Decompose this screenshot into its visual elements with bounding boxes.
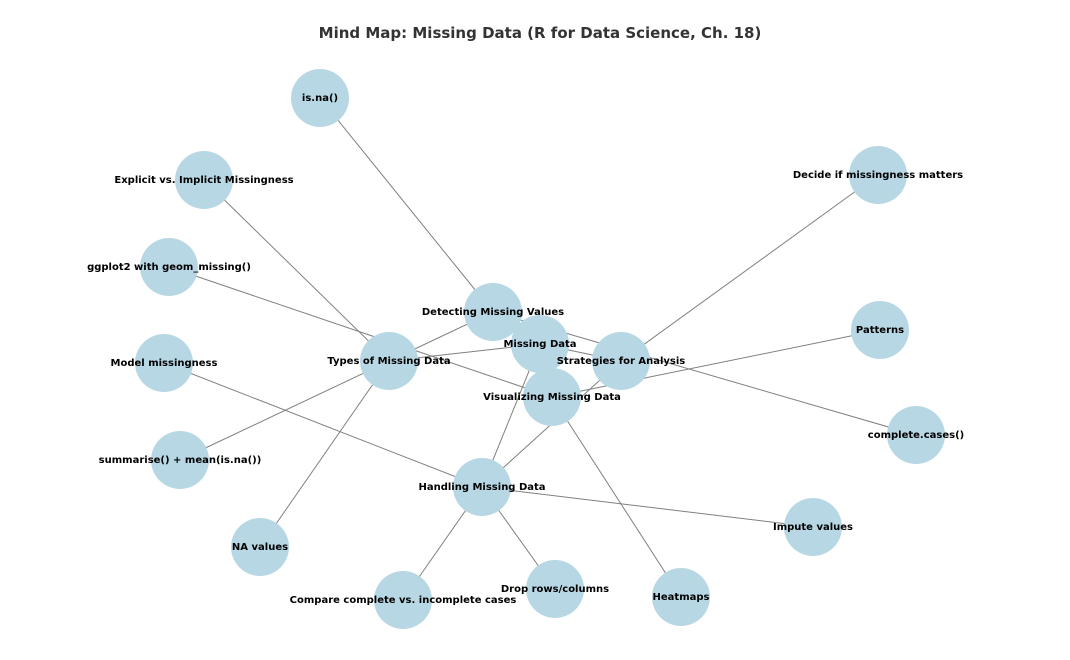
node-missing — [511, 315, 569, 373]
node-circle-impute — [784, 498, 842, 556]
node-label-navalues: NA values — [232, 542, 288, 553]
node-circle-types — [360, 332, 418, 390]
edge-strategies-decide — [620, 174, 879, 362]
node-circle-summarise — [151, 431, 209, 489]
node-label-isna: is.na() — [302, 93, 338, 104]
node-circle-strategies — [592, 332, 650, 390]
node-impute — [784, 498, 842, 556]
node-circle-detect — [464, 283, 522, 341]
node-circle-missing — [511, 315, 569, 373]
node-label-missing: Missing Data — [503, 339, 576, 350]
node-label-detect: Detecting Missing Values — [422, 307, 564, 318]
node-heatmaps — [652, 568, 710, 626]
node-circle-visual — [523, 368, 581, 426]
edge-detect-isna — [319, 97, 494, 313]
node-label-summarise: summarise() + mean(is.na()) — [99, 455, 262, 466]
node-circle-complete — [887, 406, 945, 464]
edge-visual-ggplot — [168, 266, 553, 398]
node-label-impute: Impute values — [773, 522, 853, 533]
node-label-handling: Handling Missing Data — [418, 482, 545, 493]
edge-handling-impute — [481, 486, 814, 528]
node-model — [135, 334, 193, 392]
node-types — [360, 332, 418, 390]
node-label-ggplot: ggplot2 with geom_missing() — [87, 262, 251, 273]
node-label-compare: Compare complete vs. incomplete cases — [290, 595, 517, 606]
node-circle-decide — [849, 146, 907, 204]
node-label-drop: Drop rows/columns — [501, 584, 609, 595]
edge-types-navalues — [259, 360, 390, 548]
node-explicit — [175, 151, 233, 209]
node-complete — [887, 406, 945, 464]
node-circle-handling — [453, 458, 511, 516]
node-circle-explicit — [175, 151, 233, 209]
node-circle-isna — [291, 69, 349, 127]
node-label-patterns: Patterns — [856, 325, 904, 336]
node-label-complete: complete.cases() — [868, 430, 964, 441]
node-decide — [849, 146, 907, 204]
node-compare — [374, 571, 432, 629]
node-label-visual: Visualizing Missing Data — [483, 392, 621, 403]
node-handling — [453, 458, 511, 516]
node-circle-patterns — [851, 301, 909, 359]
node-ggplot — [140, 238, 198, 296]
node-label-model: Model missingness — [111, 358, 218, 369]
node-summarise — [151, 431, 209, 489]
node-strategies — [592, 332, 650, 390]
diagram-title: Mind Map: Missing Data (R for Data Scien… — [318, 24, 762, 42]
node-circle-navalues — [231, 518, 289, 576]
node-label-types: Types of Missing Data — [327, 356, 450, 367]
edge-detect-summarise — [179, 311, 494, 461]
node-visual — [523, 368, 581, 426]
node-label-strategies: Strategies for Analysis — [557, 356, 686, 367]
node-label-heatmaps: Heatmaps — [653, 592, 710, 603]
node-detect — [464, 283, 522, 341]
node-label-decide: Decide if missingness matters — [793, 170, 963, 181]
edge-visual-heatmaps — [551, 396, 682, 598]
node-navalues — [231, 518, 289, 576]
node-circle-ggplot — [140, 238, 198, 296]
node-circle-compare — [374, 571, 432, 629]
node-patterns — [851, 301, 909, 359]
node-drop — [526, 560, 584, 618]
node-circle-model — [135, 334, 193, 392]
node-circle-heatmaps — [652, 568, 710, 626]
node-isna — [291, 69, 349, 127]
node-circle-drop — [526, 560, 584, 618]
node-label-explicit: Explicit vs. Implicit Missingness — [114, 175, 293, 186]
edge-handling-model — [163, 362, 483, 488]
